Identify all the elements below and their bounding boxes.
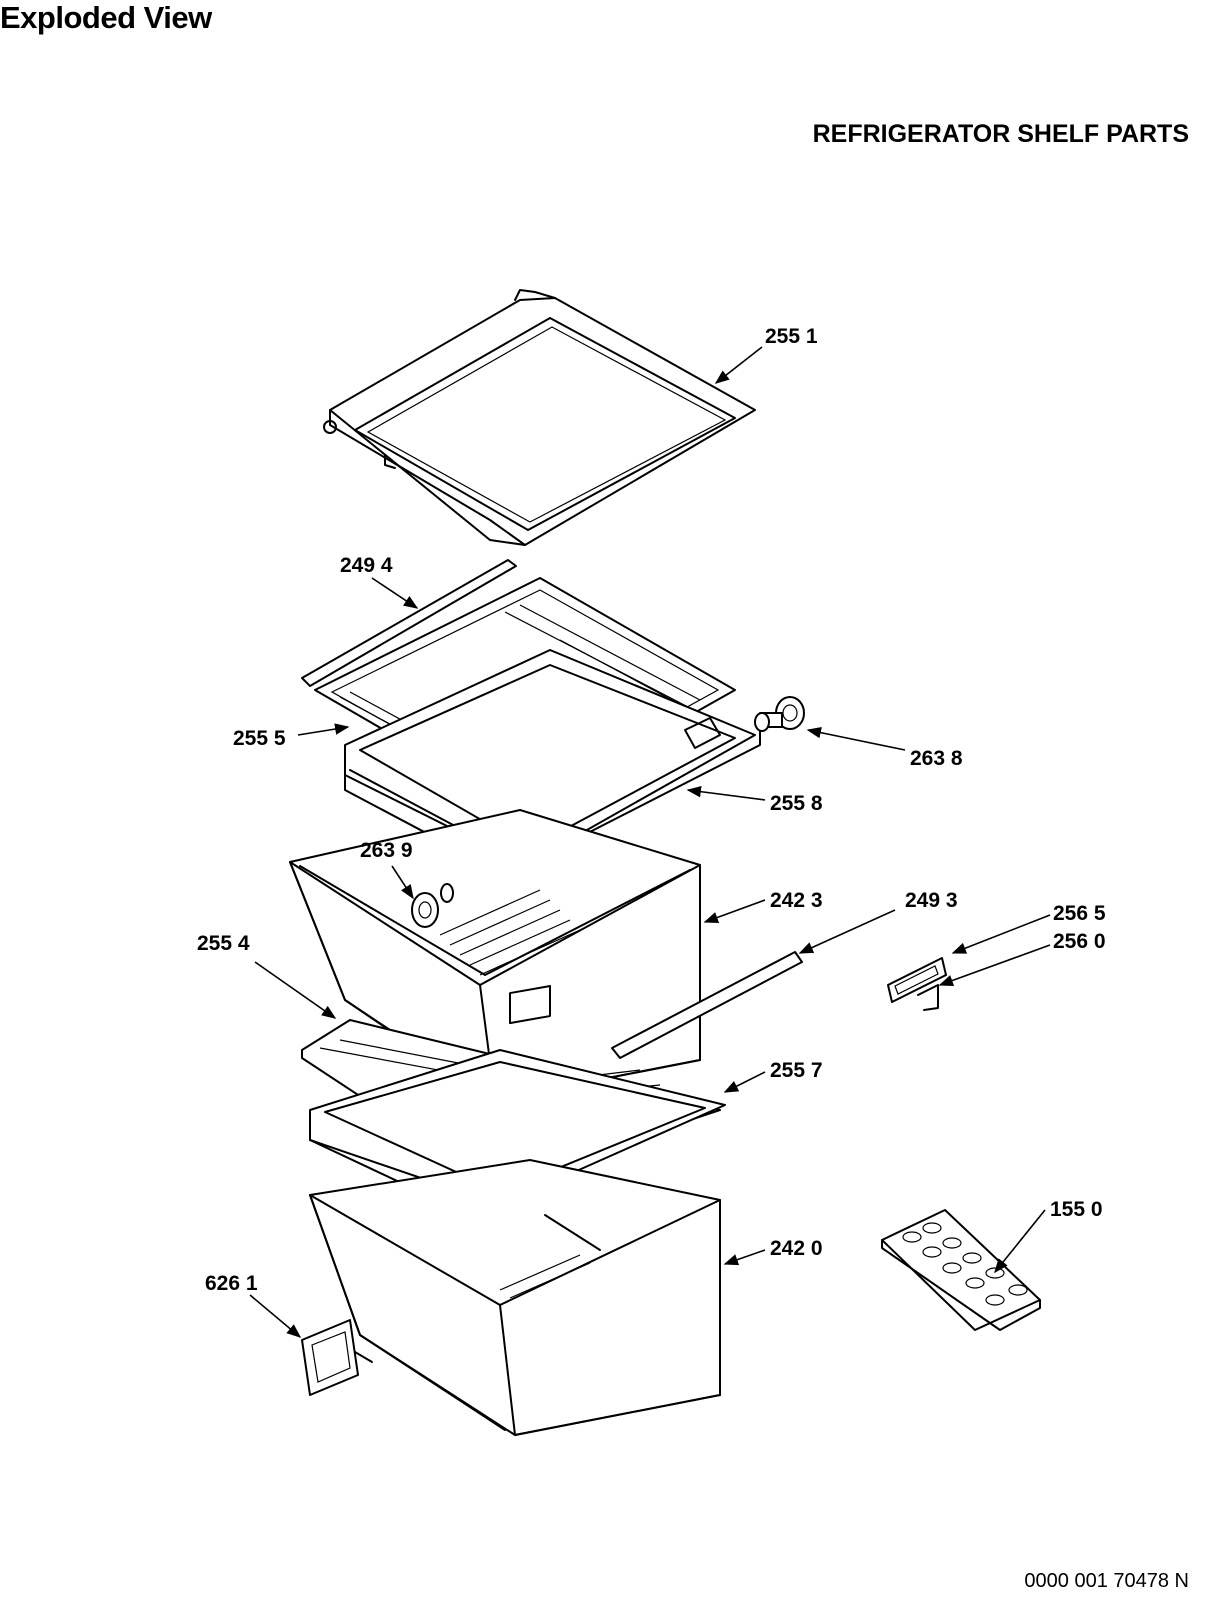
part-label-256-0: 256 0 (1053, 930, 1106, 953)
part-label-242-0: 242 0 (770, 1237, 823, 1260)
part-label-242-3: 242 3 (770, 889, 823, 912)
part-label-255-4: 255 4 (197, 932, 250, 955)
shelf-trim-strip (301, 559, 517, 687)
egg-tray (881, 1209, 1041, 1331)
part-label-263-9: 263 9 (360, 839, 413, 862)
divider-rod (611, 951, 803, 1059)
part-label-255-8: 255 8 (770, 792, 823, 815)
shelf-frame-lower (344, 649, 761, 881)
part-label-255-5: 255 5 (233, 727, 286, 750)
upper-crisper-drawer (289, 809, 701, 1101)
part-label-255-7: 255 7 (770, 1059, 823, 1082)
lower-crisper-drawer (309, 1159, 721, 1436)
top-shelf-frame (323, 289, 756, 546)
leader-lines (249, 346, 1051, 1338)
shelf-pin-left (411, 883, 454, 928)
bracket-parts (887, 957, 947, 1011)
part-label-263-8: 263 8 (910, 747, 963, 770)
page-title: Exploded View (0, 0, 212, 35)
part-label-255-1: 255 1 (765, 325, 818, 348)
part-label-249-4: 249 4 (340, 554, 393, 577)
part-label-256-5: 256 5 (1053, 902, 1106, 925)
part-labels: 255 1 249 4 255 5 263 8 255 8 263 9 242 … (197, 325, 1106, 1295)
section-title: REFRIGERATOR SHELF PARTS (812, 120, 1189, 148)
lower-shelf-frame (309, 1049, 726, 1221)
crisper-label-holder (301, 1319, 373, 1396)
shelf-pin-assembly-right (754, 696, 805, 732)
part-label-626-1: 626 1 (205, 1272, 258, 1295)
document-code: 0000 001 70478 N (1024, 1570, 1189, 1592)
part-label-249-3: 249 3 (905, 889, 958, 912)
part-label-155-0: 155 0 (1050, 1198, 1103, 1221)
